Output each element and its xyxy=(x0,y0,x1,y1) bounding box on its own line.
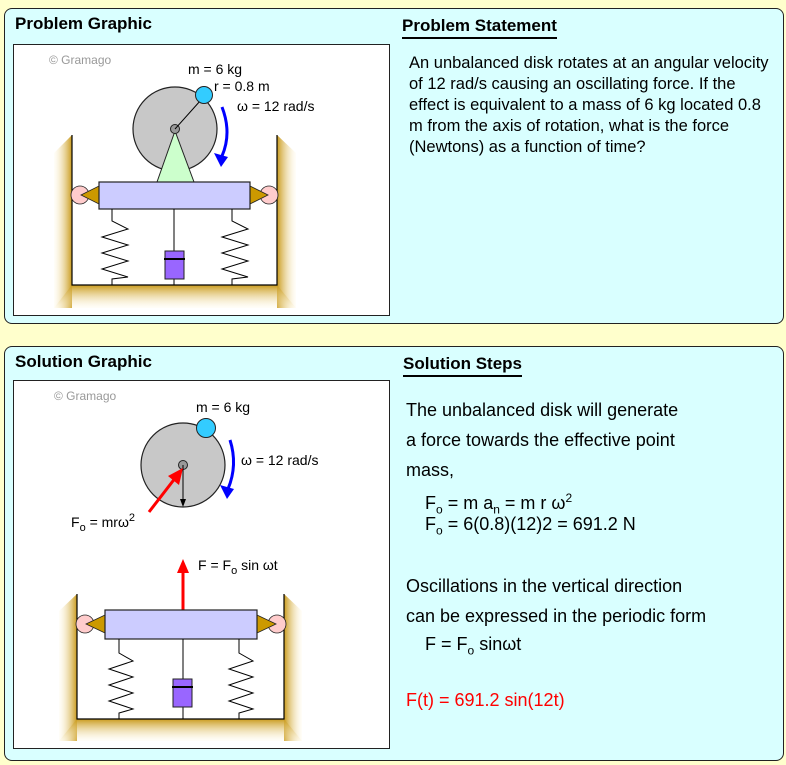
solution-steps: The unbalanced disk will generate a forc… xyxy=(406,395,781,715)
problem-statement-text: An unbalanced disk rotates at an angular… xyxy=(409,54,769,156)
solution-panel: Solution Graphic © Gramago m = 6 kg xyxy=(4,346,784,761)
final-answer: F(t) = 691.2 sin(12t) xyxy=(406,690,565,710)
force-label: F = Fo sin ωt xyxy=(198,557,278,577)
radius-label: r = 0.8 m xyxy=(214,78,270,94)
step-line: mass, xyxy=(406,460,455,480)
left-spring xyxy=(100,209,130,285)
rotation-arrow-icon xyxy=(220,106,229,157)
solution-graphic: © Gramago m = 6 kg ω = 12 rad/s Fo = mrω… xyxy=(13,380,390,749)
problem-graphic-title: Problem Graphic xyxy=(15,14,152,33)
step-line: Oscillations in the vertical direction xyxy=(406,576,683,596)
support-walls xyxy=(59,594,302,741)
mass-label: m = 6 kg xyxy=(196,399,250,415)
point-mass xyxy=(196,418,216,438)
equation-periodic-form: F = Fo sinωt xyxy=(425,634,522,658)
equation-fo-value: Fo = 6(0.8)(12)2 = 691.2 N xyxy=(425,514,636,538)
damper xyxy=(172,639,193,719)
platform-mass xyxy=(98,181,251,210)
omega-label: ω = 12 rad/s xyxy=(237,98,314,114)
omega-label: ω = 12 rad/s xyxy=(241,452,318,468)
platform-assembly xyxy=(70,181,279,210)
mass-label: m = 6 kg xyxy=(188,61,242,77)
right-spring xyxy=(227,639,255,719)
copyright-text: © Gramago xyxy=(54,389,117,403)
equation-fo-definition: Fo = m an = m r ω2 xyxy=(425,491,573,517)
rotation-arrow-icon xyxy=(226,439,235,490)
step-line: a force towards the effective point xyxy=(406,430,675,450)
solution-graphic-title: Solution Graphic xyxy=(15,352,152,371)
problem-panel: Problem Graphic © Gramago xyxy=(4,8,784,324)
problem-graphic: © Gramago m = 6 kg r = 0.8 m ω = 12 rad/… xyxy=(13,44,390,316)
fo-label: Fo = mrω2 xyxy=(71,512,135,534)
platform-mass xyxy=(104,609,258,640)
platform-assembly xyxy=(75,609,287,640)
step-line: The unbalanced disk will generate xyxy=(406,400,679,420)
point-mass xyxy=(195,86,213,104)
problem-statement-title: Problem Statement xyxy=(402,16,557,39)
solution-steps-title: Solution Steps xyxy=(403,354,522,377)
right-spring xyxy=(220,209,250,285)
left-spring xyxy=(107,639,135,719)
step-line: can be expressed in the periodic form xyxy=(406,606,707,626)
copyright-text: © Gramago xyxy=(49,53,112,67)
centripetal-force-arrow xyxy=(147,476,178,513)
damper xyxy=(164,209,185,285)
